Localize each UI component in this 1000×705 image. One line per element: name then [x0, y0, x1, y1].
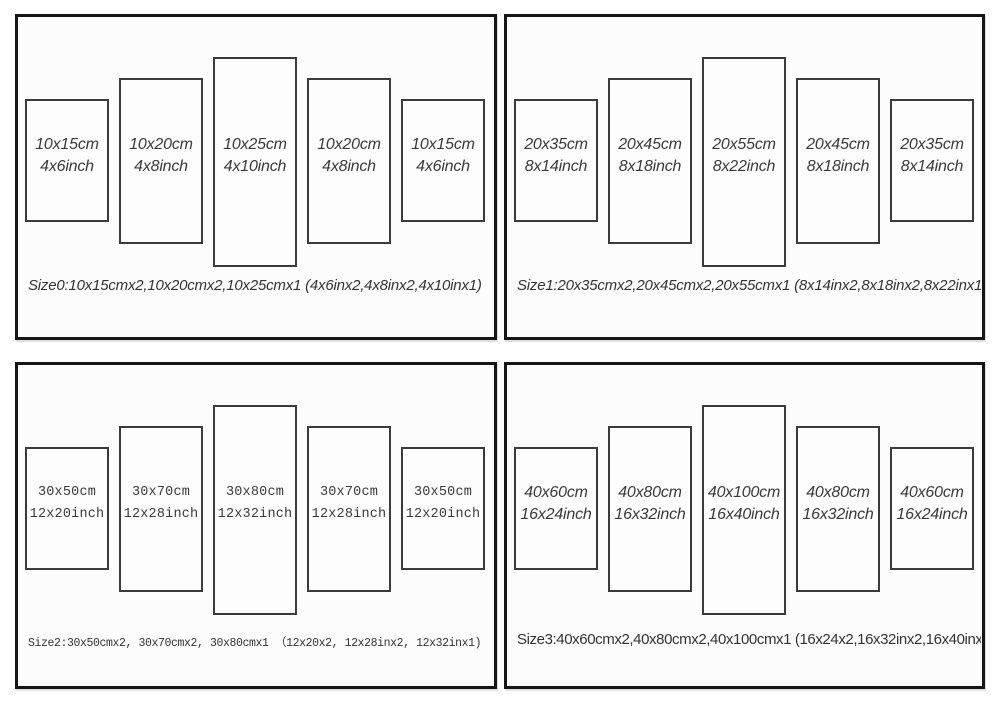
canvas-panel-rect: [702, 405, 786, 615]
canvas-panel-rect: [608, 78, 692, 244]
panel-cm-label: 20x45cm: [806, 136, 870, 153]
canvas-panel-rect: [514, 99, 598, 222]
panel-inch-label: 8x14inch: [900, 158, 964, 175]
canvas-panel-rect: [890, 99, 974, 222]
panel-inch-label: 16x24inch: [520, 506, 592, 523]
size-chart-size0: 10x15cm 4x6inch 10x20cm 4x8inch 10x25cm …: [15, 14, 497, 340]
panel-dimensions-label: 30x70cm 12x28inch: [307, 482, 391, 526]
canvas-panel-rect: [796, 78, 880, 244]
panel-cm-label: 10x25cm: [223, 136, 287, 153]
panel-dimensions-label: 10x25cm 4x10inch: [213, 134, 297, 178]
panel-cm-label: 30x50cm: [413, 485, 473, 500]
panel-inch-label: 12x28inch: [123, 507, 199, 522]
panel-cm-label: 40x60cm: [524, 484, 588, 501]
canvas-panel-rect: [401, 99, 485, 222]
panel-inch-label: 8x18inch: [806, 158, 870, 175]
panel-dimensions-label: 20x45cm 8x18inch: [608, 134, 692, 178]
panel-cm-label: 20x45cm: [618, 136, 682, 153]
canvas-panel-rect: [307, 426, 391, 592]
panel-inch-label: 8x22inch: [712, 158, 776, 175]
panel-cm-label: 10x15cm: [411, 136, 475, 153]
panel-cm-label: 30x80cm: [225, 485, 285, 500]
panel-inch-label: 4x10inch: [223, 158, 287, 175]
panel-dimensions-label: 10x15cm 4x6inch: [401, 134, 485, 178]
panel-cm-label: 20x35cm: [900, 136, 964, 153]
panel-dimensions-label: 40x60cm 16x24inch: [890, 482, 974, 526]
panel-inch-label: 16x24inch: [896, 506, 968, 523]
panel-dimensions-label: 40x60cm 16x24inch: [514, 482, 598, 526]
size-summary-caption: Size3:40x60cmx2,40x80cmx2,40x100cmx1 (16…: [517, 631, 981, 648]
panel-dimensions-label: 10x20cm 4x8inch: [119, 134, 203, 178]
panel-cm-label: 40x80cm: [618, 484, 682, 501]
panel-inch-label: 8x14inch: [524, 158, 588, 175]
panel-cm-label: 20x35cm: [524, 136, 588, 153]
panel-inch-label: 12x20inch: [405, 507, 481, 522]
panel-inch-label: 12x20inch: [29, 507, 105, 522]
panel-cm-label: 20x55cm: [712, 136, 776, 153]
panel-inch-label: 16x32inch: [614, 506, 686, 523]
panel-cm-label: 30x70cm: [319, 485, 379, 500]
panel-cm-label: 10x20cm: [129, 136, 193, 153]
panel-cm-label: 10x15cm: [35, 136, 99, 153]
panel-dimensions-label: 30x50cm 12x20inch: [25, 482, 109, 526]
panel-cm-label: 40x60cm: [900, 484, 964, 501]
canvas-panel-rect: [702, 57, 786, 267]
panel-inch-label: 4x8inch: [322, 158, 376, 175]
panel-dimensions-label: 40x80cm 16x32inch: [608, 482, 692, 526]
panel-inch-label: 8x18inch: [618, 158, 682, 175]
panel-dimensions-label: 40x80cm 16x32inch: [796, 482, 880, 526]
canvas-panel-rect: [119, 78, 203, 244]
canvas-panel-rect: [119, 426, 203, 592]
panel-inch-label: 4x8inch: [134, 158, 188, 175]
panel-cm-label: 40x80cm: [806, 484, 870, 501]
panel-cm-label: 10x20cm: [317, 136, 381, 153]
panel-inch-label: 16x32inch: [802, 506, 874, 523]
canvas-panel-rect: [307, 78, 391, 244]
panel-cm-label: 30x50cm: [37, 485, 97, 500]
panel-dimensions-label: 30x80cm 12x32inch: [213, 482, 297, 526]
canvas-panel-rect: [608, 426, 692, 592]
panel-dimensions-label: 20x35cm 8x14inch: [890, 134, 974, 178]
canvas-panel-rect: [25, 99, 109, 222]
size-chart-size3: 40x60cm 16x24inch 40x80cm 16x32inch 40x1…: [504, 362, 985, 689]
panel-dimensions-label: 30x70cm 12x28inch: [119, 482, 203, 526]
panel-dimensions-label: 30x50cm 12x20inch: [401, 482, 485, 526]
panel-cm-label: 30x70cm: [131, 485, 191, 500]
panel-dimensions-label: 20x35cm 8x14inch: [514, 134, 598, 178]
canvas-panel-rect: [213, 57, 297, 267]
canvas-panel-rect: [796, 426, 880, 592]
panel-dimensions-label: 10x15cm 4x6inch: [25, 134, 109, 178]
panel-inch-label: 4x6inch: [40, 158, 94, 175]
size-summary-caption: Size2:30x50cmx2, 30x70cmx2, 30x80cmx1 （1…: [28, 637, 482, 650]
canvas-panel-rect: [25, 447, 109, 570]
panel-dimensions-label: 20x45cm 8x18inch: [796, 134, 880, 178]
canvas-panel-rect: [514, 447, 598, 570]
panel-inch-label: 12x28inch: [311, 507, 387, 522]
size-chart-size2: 30x50cm 12x20inch 30x70cm 12x28inch 30x8…: [15, 362, 497, 689]
size-chart-size1: 20x35cm 8x14inch 20x45cm 8x18inch 20x55c…: [504, 14, 985, 340]
panel-inch-label: 12x32inch: [217, 507, 293, 522]
panel-inch-label: 16x40inch: [708, 506, 780, 523]
size-summary-caption: Size1:20x35cmx2,20x45cmx2,20x55cmx1 (8x1…: [517, 277, 981, 294]
canvas-panel-rect: [890, 447, 974, 570]
panel-inch-label: 4x6inch: [416, 158, 470, 175]
panel-cm-label: 40x100cm: [707, 484, 781, 501]
size-summary-caption: Size0:10x15cmx2,10x20cmx2,10x25cmx1 (4x6…: [28, 277, 482, 294]
panel-dimensions-label: 40x100cm 16x40inch: [702, 482, 786, 526]
panel-dimensions-label: 20x55cm 8x22inch: [702, 134, 786, 178]
panel-dimensions-label: 10x20cm 4x8inch: [307, 134, 391, 178]
canvas-panel-rect: [213, 405, 297, 615]
canvas-panel-rect: [401, 447, 485, 570]
